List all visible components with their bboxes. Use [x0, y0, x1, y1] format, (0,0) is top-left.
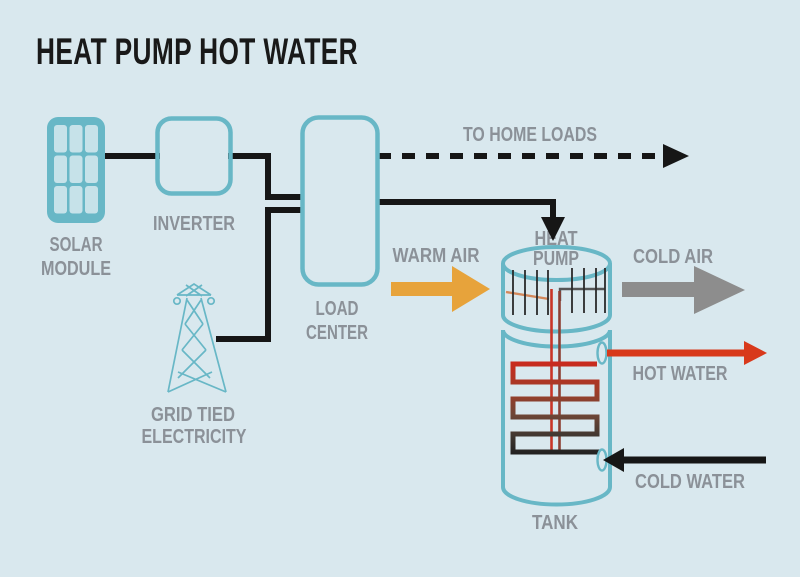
cold-water-label: COLD WATER	[635, 471, 745, 493]
heat-pump-cylinder	[501, 245, 612, 334]
hot-water-arrow	[607, 341, 767, 365]
wire-grid-to-load-center	[216, 207, 302, 342]
cold-air-arrow	[622, 266, 745, 314]
heat-pump-label-line2: PUMP	[533, 248, 579, 270]
load-center-box	[300, 115, 380, 287]
load-center-label-line2: CENTER	[306, 322, 368, 344]
inverter-box	[155, 116, 233, 196]
page-title: HEAT PUMP HOT WATER	[36, 31, 358, 72]
cold-water-arrow	[603, 448, 766, 472]
hot-water-label: HOT WATER	[633, 363, 728, 385]
grid-tied-label-line2: ELECTRICITY	[142, 426, 248, 448]
grid-electricity-tower-icon	[167, 282, 227, 393]
wire-inverter-to-load-center	[228, 153, 302, 200]
warm-air-label: WARM AIR	[393, 245, 480, 267]
to-home-loads-label: TO HOME LOADS	[463, 124, 597, 146]
solar-module-label-line1: SOLAR	[50, 234, 103, 256]
refrigerant-pipes-icon	[550, 289, 561, 450]
solar-module-icon	[47, 117, 105, 223]
hot-water-port	[596, 341, 608, 365]
cold-air-label: COLD AIR	[633, 246, 713, 268]
warm-air-arrow	[391, 266, 490, 312]
solar-module-label-line2: MODULE	[41, 258, 111, 280]
heat-pump-input-arrowhead	[541, 217, 565, 241]
to-home-loads-arrow	[378, 144, 689, 168]
inverter-label: INVERTER	[153, 213, 235, 235]
to-home-loads-arrowhead	[663, 144, 689, 168]
heat-pump-label-line1: HEAT	[535, 228, 578, 250]
tank-heating-coil-icon	[510, 361, 601, 455]
grid-tied-label-line1: GRID TIED	[151, 404, 235, 426]
load-center-label-line1: LOAD	[316, 298, 359, 320]
wire-load-center-to-heat-pump	[377, 199, 556, 220]
tank-label: TANK	[532, 512, 578, 534]
